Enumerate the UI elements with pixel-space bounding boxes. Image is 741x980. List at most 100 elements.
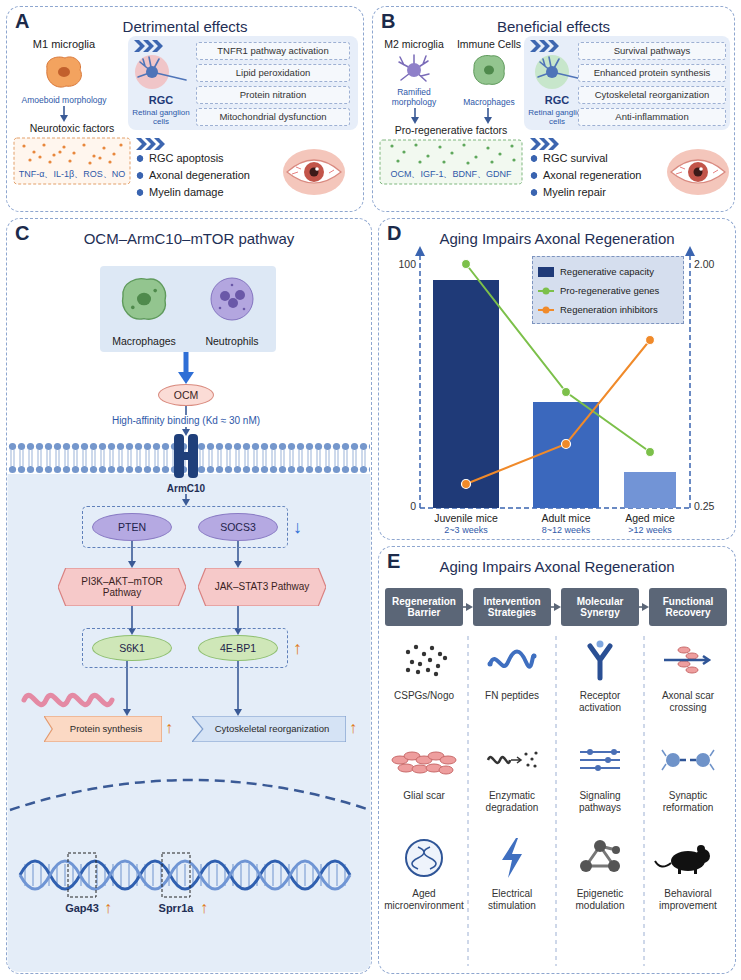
decoration: [462, 143, 465, 146]
decoration: [530, 757, 533, 760]
decoration: [597, 641, 604, 648]
node-subtext: Neutrophils: [188, 335, 276, 347]
decoration: [562, 440, 571, 449]
decoration: [526, 763, 529, 766]
connector: [639, 603, 649, 611]
connector: [123, 661, 131, 716]
panel: COCM–ArmC10–mTOR pathwayMacrophagesNeutr…: [6, 218, 372, 974]
panel: ADetrimental effectsM1 microgliaAmoeboid…: [6, 6, 364, 212]
decoration: [406, 645, 447, 676]
panel-a-art: [14, 36, 358, 195]
connector: [234, 606, 242, 635]
decoration: [644, 636, 645, 966]
decoration: [399, 55, 429, 81]
decoration: [534, 751, 537, 754]
arrowhead: [123, 709, 131, 716]
decoration: [20, 861, 350, 889]
decoration: [474, 56, 505, 85]
decoration: [390, 143, 515, 164]
protein-pill: SOCS3: [198, 513, 278, 541]
panel-b-art: [380, 36, 730, 195]
decoration: [511, 757, 521, 763]
decoration: [667, 149, 729, 195]
node-label: M1 microglia: [12, 38, 116, 51]
node-subtext: Aging Impairs Axonal Regeneration: [409, 558, 705, 575]
decoration: [442, 160, 445, 163]
node-label: 4E-BP1: [220, 642, 256, 654]
decoration: [123, 279, 166, 319]
outcome-list: RGC survivalAxonal regenerationMyelin re…: [526, 136, 730, 206]
decoration: [392, 752, 456, 774]
decoration: [533, 402, 599, 508]
axis-label: 100: [392, 258, 416, 270]
decoration: [32, 150, 35, 153]
decoration: [174, 434, 198, 478]
legend-line-sample: [543, 306, 550, 313]
decoration: [102, 146, 105, 149]
connector-line: [237, 661, 239, 709]
decoration: [47, 57, 82, 87]
decoration: [396, 159, 399, 162]
decoration: [138, 57, 186, 80]
decoration: [468, 636, 469, 966]
decoration: [48, 160, 51, 163]
connector-line: [487, 108, 489, 117]
effect-tag: Cytoskeletal reorganization: [192, 716, 346, 742]
arrowhead: [182, 429, 190, 436]
legend-row: Regeneration inhibitors: [538, 300, 678, 319]
axis-label: 2.00: [694, 258, 724, 270]
decoration: [686, 667, 698, 673]
connector-line: [551, 606, 554, 608]
icon-caption: Behavioral improvement: [646, 888, 730, 911]
outcome-list: RGC apoptosisAxonal degenerationMyelin d…: [132, 136, 358, 206]
node-label: Survival pathways: [614, 46, 691, 57]
pathway-box: Cytoskeletal reorganization: [578, 86, 726, 104]
decoration: [436, 664, 440, 668]
arrowhead: [642, 603, 649, 611]
node-label: S6K1: [119, 642, 145, 654]
node-label: A: [15, 10, 29, 33]
decoration: [22, 143, 122, 164]
decoration: [662, 750, 714, 770]
axis-label: >12 weeks: [605, 525, 695, 535]
decoration: [412, 765, 428, 773]
decoration: [108, 160, 111, 163]
decoration: [10, 780, 370, 810]
decoration: [680, 759, 696, 762]
icon-caption: Receptor activation: [558, 690, 642, 713]
node-label: Regeneration Barrier: [388, 596, 460, 619]
connector: [234, 541, 242, 568]
decoration: [176, 452, 196, 460]
decoration: [68, 853, 96, 897]
decoration: [211, 278, 253, 320]
complex-box: ↑S6K14E-BP1: [82, 628, 288, 668]
node-subtext: OCM–ArmC10–mTOR pathway: [37, 230, 341, 247]
decoration: [219, 307, 222, 310]
decoration: [580, 759, 620, 761]
decoration: [611, 749, 617, 755]
change-arrow: ↑: [104, 899, 122, 917]
node-label: Pro-regenerative factors: [378, 124, 524, 136]
decoration: [42, 143, 45, 146]
icon-caption: Glial scar: [382, 790, 466, 802]
decoration: [580, 749, 620, 771]
node-label: RGC apoptosis: [136, 152, 268, 165]
icon-caption: Epigenetic modulation: [558, 888, 642, 911]
pathway-hexagon: PI3K–AKT–mTOR Pathway: [58, 568, 186, 606]
node-label: D: [387, 222, 401, 245]
decoration: [426, 154, 429, 157]
decoration: [406, 840, 442, 876]
connector-line: [237, 541, 239, 561]
icon-caption: Electrical stimulation: [470, 888, 554, 911]
icon-caption: Aged microenvironment: [382, 888, 466, 911]
connector: [463, 603, 473, 611]
shape-outline: [58, 568, 186, 606]
connector: [128, 606, 136, 635]
node-subtext: Aging Impairs Axonal Regeneration: [409, 230, 705, 247]
axis-label: Juvenile mice: [421, 512, 511, 524]
decoration: [556, 636, 557, 966]
decoration: [595, 765, 601, 771]
decoration: [490, 652, 534, 667]
decoration: [38, 155, 41, 158]
